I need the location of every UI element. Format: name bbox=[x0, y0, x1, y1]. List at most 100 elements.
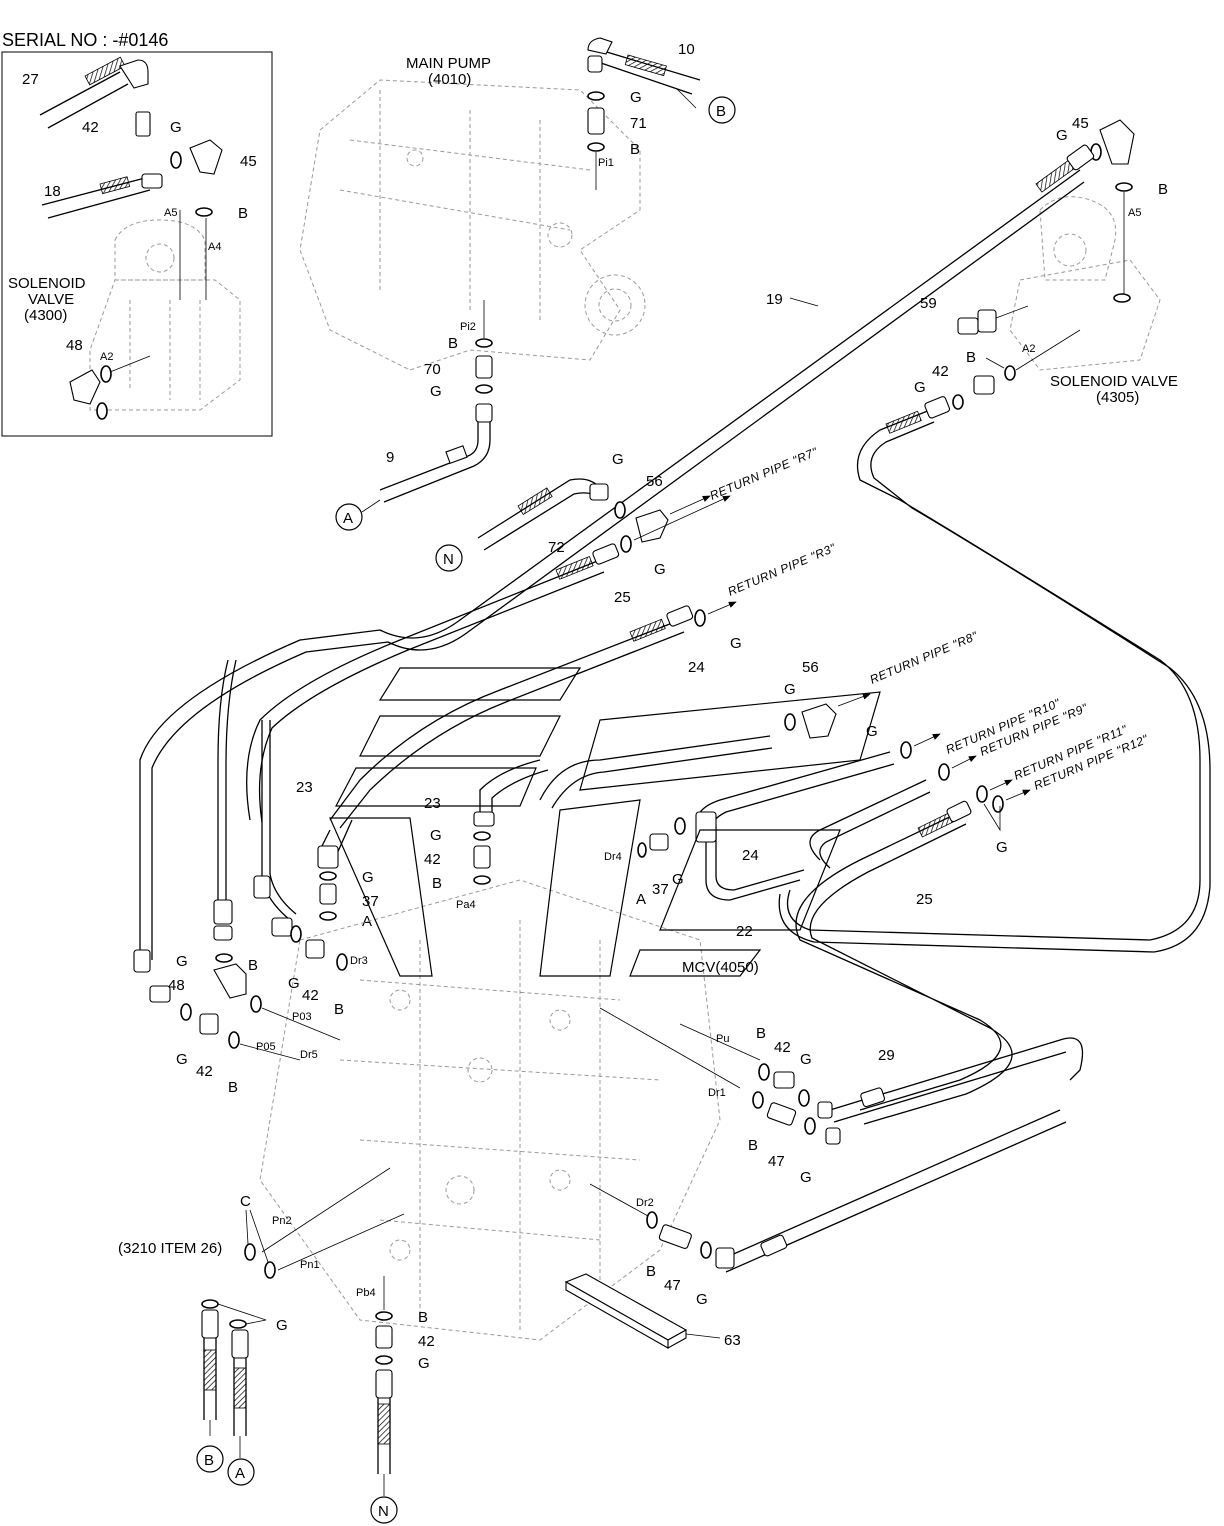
o-ring-g-dr1 bbox=[804, 1117, 816, 1135]
label-b-dr2: B bbox=[646, 1263, 656, 1280]
adapter-71 bbox=[587, 107, 605, 135]
connector-n-bottom bbox=[370, 1496, 398, 1524]
mcv-label: MCV(4050) bbox=[682, 959, 759, 976]
label-g-37-left: G bbox=[362, 869, 374, 886]
connector-a-bottom bbox=[227, 1458, 255, 1486]
return-pipe-r7: RETURN PIPE "R7" bbox=[708, 445, 820, 503]
inset-label-42: 42 bbox=[82, 119, 99, 136]
o-ring-g-48 bbox=[215, 953, 233, 963]
label-47-dr1: 47 bbox=[768, 1153, 785, 1170]
label-g-37-mid: G bbox=[672, 871, 684, 888]
port-pn2: Pn2 bbox=[272, 1215, 292, 1227]
serial-number-label: SERIAL NO : -#0146 bbox=[2, 30, 168, 50]
label-56-mid: 56 bbox=[802, 659, 819, 676]
o-ring-g-p05 bbox=[180, 1003, 192, 1021]
inset-hose-27 bbox=[39, 56, 149, 129]
o-ring-c-pn1 bbox=[264, 1261, 276, 1279]
hose-72 bbox=[477, 478, 609, 551]
label-42-right: 42 bbox=[932, 363, 949, 380]
label-b-pi2: B bbox=[448, 335, 458, 352]
o-ring-g-bl2 bbox=[229, 1319, 247, 1329]
label-37-left: 37 bbox=[362, 893, 379, 910]
label-g-42-lower: G bbox=[288, 975, 300, 992]
o-ring-g-37-mid bbox=[674, 817, 686, 835]
label-g-mid: G bbox=[430, 827, 442, 844]
label-42-mid: 42 bbox=[424, 851, 441, 868]
label-b-pu: B bbox=[756, 1025, 766, 1042]
tee-56-top bbox=[635, 509, 669, 543]
o-ring-b-p03 bbox=[250, 995, 262, 1013]
label-g-dr1: G bbox=[800, 1169, 812, 1186]
label-23-mid: 23 bbox=[424, 795, 441, 812]
adapter-37-left bbox=[319, 883, 337, 905]
port-dr3: Dr3 bbox=[350, 955, 368, 967]
label-b-p03: B bbox=[248, 957, 258, 974]
label-b-right-top: B bbox=[1158, 181, 1168, 198]
label-g-48: G bbox=[176, 953, 188, 970]
inset-o-ring-lower bbox=[96, 402, 108, 420]
label-g-pu: G bbox=[800, 1051, 812, 1068]
inset-label-45: 45 bbox=[240, 153, 257, 170]
label-g-56-mid: G bbox=[784, 681, 796, 698]
label-g-r11-r12: G bbox=[996, 839, 1008, 856]
label-42-pu: 42 bbox=[774, 1039, 791, 1056]
connector-n-top-label: N bbox=[443, 551, 454, 568]
inset-elbow-45 bbox=[189, 139, 223, 175]
elbow-23-end bbox=[271, 917, 293, 937]
port-pu: Pu bbox=[716, 1033, 729, 1045]
inset-label-b: B bbox=[238, 205, 248, 222]
o-ring-b-pu bbox=[758, 1063, 770, 1081]
label-23-left: 23 bbox=[296, 779, 313, 796]
inset-elbow-48 bbox=[69, 369, 101, 405]
label-56-top: 56 bbox=[646, 473, 663, 490]
connector-n-top bbox=[435, 544, 463, 572]
o-ring-c-pn2 bbox=[244, 1243, 256, 1261]
o-ring-g-56-mid bbox=[784, 713, 796, 731]
label-25-top: 25 bbox=[614, 589, 631, 606]
hose-25-top bbox=[246, 543, 620, 823]
label-c: C bbox=[240, 1193, 251, 1210]
adapter-42-lower bbox=[305, 939, 325, 959]
solenoid-right-label: SOLENOID VALVE bbox=[1050, 373, 1178, 390]
o-ring-g-pu bbox=[798, 1089, 810, 1107]
adapter-42-p05 bbox=[199, 1013, 219, 1035]
label-24-top: 24 bbox=[688, 659, 705, 676]
label-g-p05: G bbox=[176, 1051, 188, 1068]
label-g-dr2: G bbox=[696, 1291, 708, 1308]
hose-23-mid bbox=[317, 759, 549, 869]
inset-label-18: 18 bbox=[44, 183, 61, 200]
label-71: 71 bbox=[630, 115, 647, 132]
o-ring-g-r12 bbox=[992, 795, 1004, 813]
label-b-mid: B bbox=[432, 875, 442, 892]
port-dr2: Dr2 bbox=[636, 1197, 654, 1209]
connector-b-top bbox=[708, 96, 736, 124]
o-ring-g-dr2 bbox=[700, 1241, 712, 1259]
connector-b-top-label: B bbox=[716, 103, 726, 120]
port-pb4: Pb4 bbox=[356, 1287, 376, 1299]
item-ref-label: (3210 ITEM 26) bbox=[118, 1240, 222, 1257]
serial-inset-frame bbox=[1, 51, 273, 437]
port-dr5: Dr5 bbox=[300, 1049, 318, 1061]
label-59: 59 bbox=[920, 295, 937, 312]
inset-solenoid-valve-4300 bbox=[89, 219, 241, 411]
o-ring-g-r10 bbox=[900, 741, 912, 759]
label-g-pi2: G bbox=[430, 383, 442, 400]
port-pn1: Pn1 bbox=[300, 1259, 320, 1271]
label-70: 70 bbox=[424, 361, 441, 378]
solenoid-valve-4305-ghost bbox=[1009, 196, 1161, 371]
elbow-45-right bbox=[1099, 119, 1135, 165]
adapter-42-mid bbox=[473, 845, 491, 869]
label-25-lower: 25 bbox=[916, 891, 933, 908]
label-g-right-top: G bbox=[1056, 127, 1068, 144]
hose-29 bbox=[817, 1037, 1084, 1145]
o-ring-b-pi2 bbox=[475, 338, 493, 348]
connector-b-bottom bbox=[196, 1445, 224, 1473]
connector-a-top-label: A bbox=[343, 510, 353, 527]
o-ring-g-bl1 bbox=[201, 1299, 219, 1309]
inset-port-a2: A2 bbox=[100, 351, 113, 363]
tee-56-mid bbox=[801, 703, 837, 739]
connector-n-bottom-label: N bbox=[378, 1503, 389, 1520]
port-dr4: Dr4 bbox=[604, 851, 622, 863]
port-a5-right: A5 bbox=[1128, 207, 1141, 219]
label-b-dr3: B bbox=[334, 1001, 344, 1018]
